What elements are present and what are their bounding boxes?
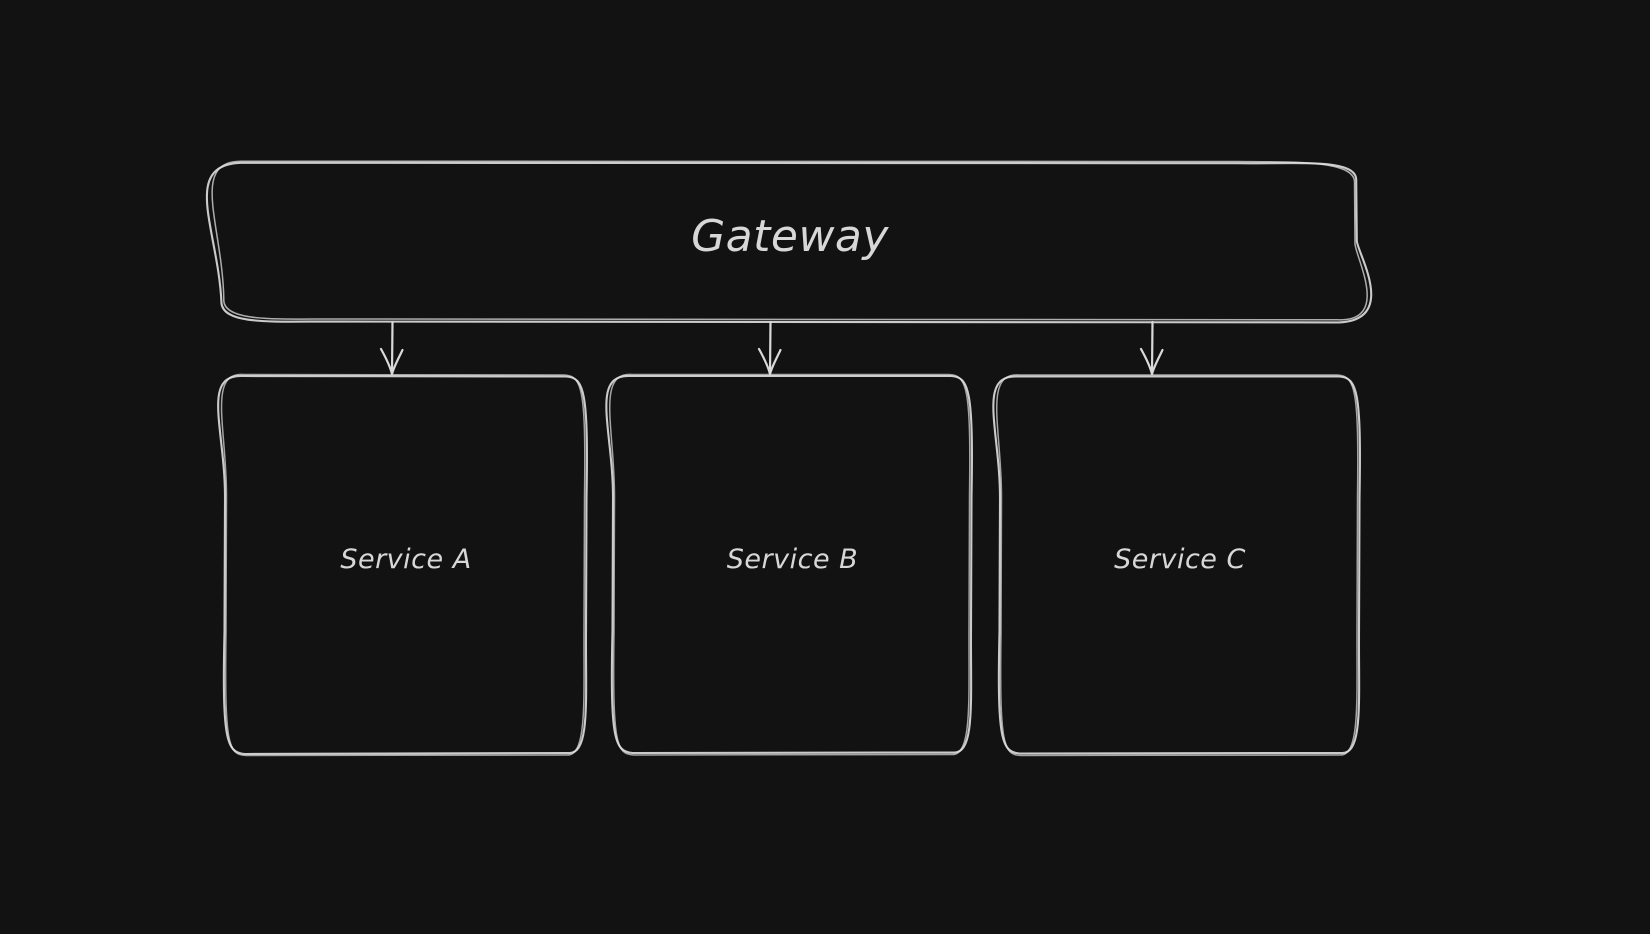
edge-gateway-to-service-b[interactable]: [757, 320, 782, 376]
node-service-c-shape[interactable]: [992, 374, 1361, 757]
node-service-b-shape[interactable]: [605, 373, 973, 756]
node-label-service-a: Service A: [340, 544, 472, 575]
edge-gateway-to-service-c[interactable]: [1139, 320, 1164, 376]
node-label-service-b: Service B: [726, 544, 859, 575]
node-service-a-shape[interactable]: [217, 373, 588, 757]
edge-gateway-to-service-a[interactable]: [379, 320, 404, 376]
node-label-gateway: Gateway: [691, 211, 889, 262]
node-gateway-shape[interactable]: [205, 160, 1373, 324]
node-label-service-c: Service C: [1114, 544, 1246, 575]
